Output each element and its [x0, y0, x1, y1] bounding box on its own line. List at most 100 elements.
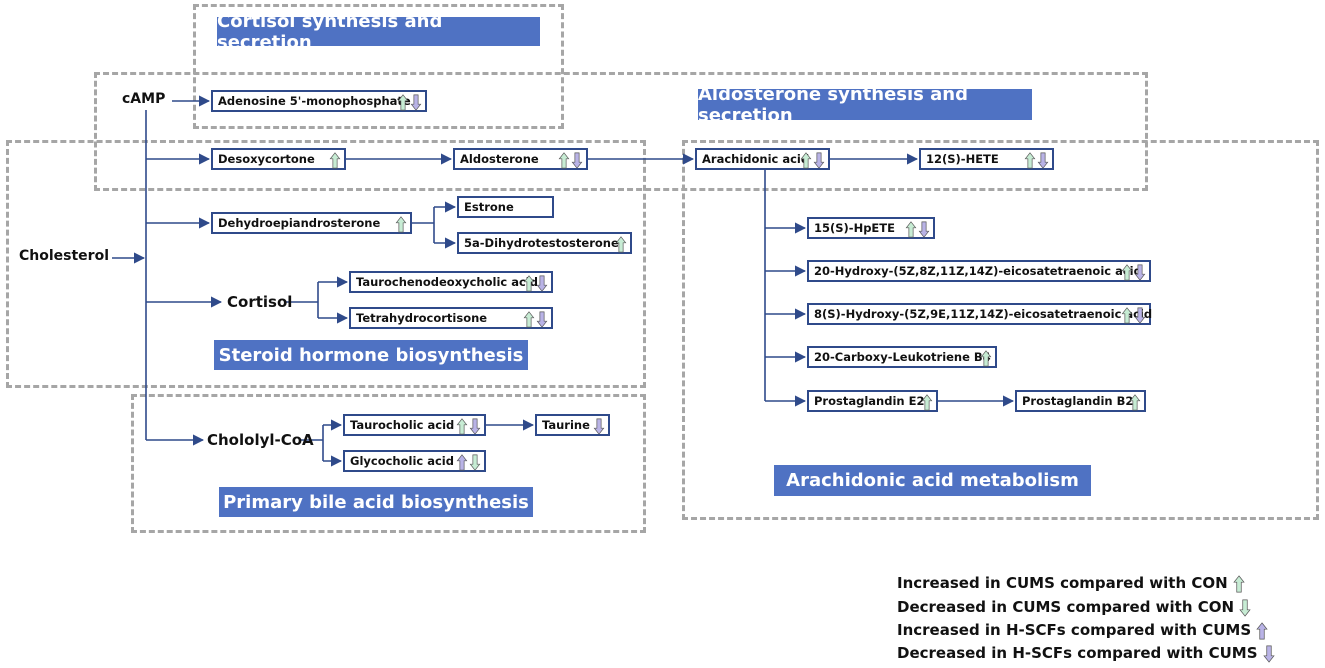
change-arrows	[1024, 152, 1049, 169]
node-label: Tetrahydrocortisone	[356, 311, 488, 325]
node-12s-hete: 12(S)-HETE	[919, 148, 1054, 170]
down-arrow-icon	[918, 221, 930, 238]
up-arrow-icon	[615, 236, 627, 253]
region-steroid	[6, 140, 646, 388]
node-label: 5a-Dihydrotestosterone	[464, 236, 619, 250]
up-arrow-icon	[1024, 152, 1036, 169]
change-arrows	[329, 152, 341, 169]
node-label: 12(S)-HETE	[926, 152, 999, 166]
node-glycocholic-acid: Glycocholic acid	[343, 450, 486, 472]
node-adenosine-monophosphate: Adenosine 5'-monophosphate	[211, 90, 427, 112]
node-prostaglandin-b2: Prostaglandin B2	[1015, 390, 1146, 412]
change-arrows	[558, 152, 583, 169]
banner-bile: Primary bile acid biosynthesis	[219, 487, 533, 517]
region-aldosterone	[94, 72, 1148, 191]
node-taurocholic-acid: Taurocholic acid	[343, 414, 486, 436]
legend-arrow	[1233, 574, 1245, 592]
node-label: Arachidonic acid	[702, 152, 810, 166]
node-label: Glycocholic acid	[350, 454, 454, 468]
change-arrows	[456, 454, 481, 471]
legend-text: Decreased in CUMS compared with CON	[897, 598, 1235, 616]
change-arrows	[1121, 264, 1146, 281]
change-arrows	[921, 394, 933, 411]
up-arrow-icon	[1121, 264, 1133, 281]
node-taurochenodeoxycholic-acid: Taurochenodeoxycholic acid	[349, 271, 553, 293]
node-label: Taurochenodeoxycholic acid	[356, 275, 538, 289]
legend-text: Increased in CUMS compared with CON	[897, 574, 1228, 592]
banner-aldosterone: Aldosterone synthesis and secretion	[698, 84, 1032, 126]
up-arrow-icon	[1129, 394, 1141, 411]
node-estrone: Estrone	[457, 196, 554, 218]
node-20-hydroxy-eicosatetraenoic-acid: 20-Hydroxy-(5Z,8Z,11Z,14Z)-eicosatetraen…	[807, 260, 1151, 282]
node-15s-hpete: 15(S)-HpETE	[807, 217, 935, 239]
down-arrow-icon	[469, 454, 481, 471]
node-desoxycortone: Desoxycortone	[211, 148, 346, 170]
node-label: Desoxycortone	[218, 152, 315, 166]
down-arrow-icon	[1263, 645, 1275, 663]
up-arrow-icon	[523, 311, 535, 328]
region-cortisol	[193, 4, 564, 129]
change-arrows	[1129, 394, 1141, 411]
up-arrow-icon	[329, 152, 341, 169]
legend-item: Increased in H-SCFs compared with CUMS	[897, 621, 1269, 640]
down-arrow-icon	[536, 311, 548, 328]
change-arrows	[593, 418, 605, 435]
banner-arachidonic: Arachidonic acid metabolism	[774, 465, 1091, 496]
up-arrow-icon	[523, 275, 535, 292]
label-cortisol: Cortisol	[227, 293, 293, 311]
change-arrows	[395, 216, 407, 233]
down-arrow-icon	[536, 275, 548, 292]
down-arrow-icon	[571, 152, 583, 169]
node-label: 20-Hydroxy-(5Z,8Z,11Z,14Z)-eicosatetraen…	[814, 264, 1142, 278]
up-arrow-icon	[558, 152, 570, 169]
node-20-carboxy-leukotriene-b4: 20-Carboxy-Leukotriene B4	[807, 346, 997, 368]
legend-item: Increased in CUMS compared with CON	[897, 574, 1245, 593]
label-chololyl-coa: Chololyl-CoA	[207, 431, 314, 449]
down-arrow-icon	[1134, 307, 1146, 324]
change-arrows	[523, 275, 548, 292]
node-label: Aldosterone	[460, 152, 539, 166]
node-tetrahydrocortisone: Tetrahydrocortisone	[349, 307, 553, 329]
node-label: Prostaglandin B2	[1022, 394, 1134, 408]
legend-text: Decreased in H-SCFs compared with CUMS	[897, 644, 1258, 662]
node-prostaglandin-e2: Prostaglandin E2	[807, 390, 938, 412]
node-label: Taurine	[542, 418, 590, 432]
legend-item: Decreased in CUMS compared with CON	[897, 598, 1251, 617]
up-arrow-icon	[456, 418, 468, 435]
node-label: Dehydroepiandrosterone	[218, 216, 381, 230]
change-arrows	[905, 221, 930, 238]
up-arrow-icon	[397, 94, 409, 111]
change-arrows	[800, 152, 825, 169]
legend-arrow	[1263, 644, 1275, 663]
legend-item: Decreased in H-SCFs compared with CUMS	[897, 644, 1275, 663]
region-bile	[131, 394, 646, 533]
up-arrow-icon	[1256, 621, 1269, 639]
up-arrow-icon	[1233, 574, 1245, 592]
node-label: Prostaglandin E2	[814, 394, 925, 408]
legend-arrow	[1239, 598, 1251, 617]
up-arrow-icon	[800, 152, 812, 169]
down-arrow-icon	[1239, 599, 1251, 617]
node-taurine: Taurine	[535, 414, 610, 436]
node-8s-hydroxy-eicosatetraenoic-acid: 8(S)-Hydroxy-(5Z,9E,11Z,14Z)-eicosatetra…	[807, 303, 1153, 325]
region-arachidonic	[682, 140, 1319, 520]
down-arrow-icon	[1134, 264, 1146, 281]
change-arrows	[1121, 307, 1146, 324]
up-arrow-icon	[905, 221, 917, 238]
up-arrow-icon	[980, 350, 992, 367]
change-arrows	[523, 311, 548, 328]
node-dihydrotestosterone: 5a-Dihydrotestosterone	[457, 232, 632, 254]
legend-arrow	[1256, 621, 1269, 639]
node-label: 15(S)-HpETE	[814, 221, 895, 235]
label-camp: cAMP	[122, 91, 166, 107]
node-label: 8(S)-Hydroxy-(5Z,9E,11Z,14Z)-eicosatetra…	[814, 307, 1153, 321]
node-label: Estrone	[464, 200, 514, 214]
node-label: Adenosine 5'-monophosphate	[218, 94, 411, 108]
node-label: 20-Carboxy-Leukotriene B4	[814, 350, 991, 364]
change-arrows	[615, 236, 627, 253]
down-arrow-icon	[469, 418, 481, 435]
node-arachidonic-acid: Arachidonic acid	[695, 148, 830, 170]
banner-steroid: Steroid hormone biosynthesis	[214, 340, 528, 370]
down-arrow-icon	[593, 418, 605, 435]
